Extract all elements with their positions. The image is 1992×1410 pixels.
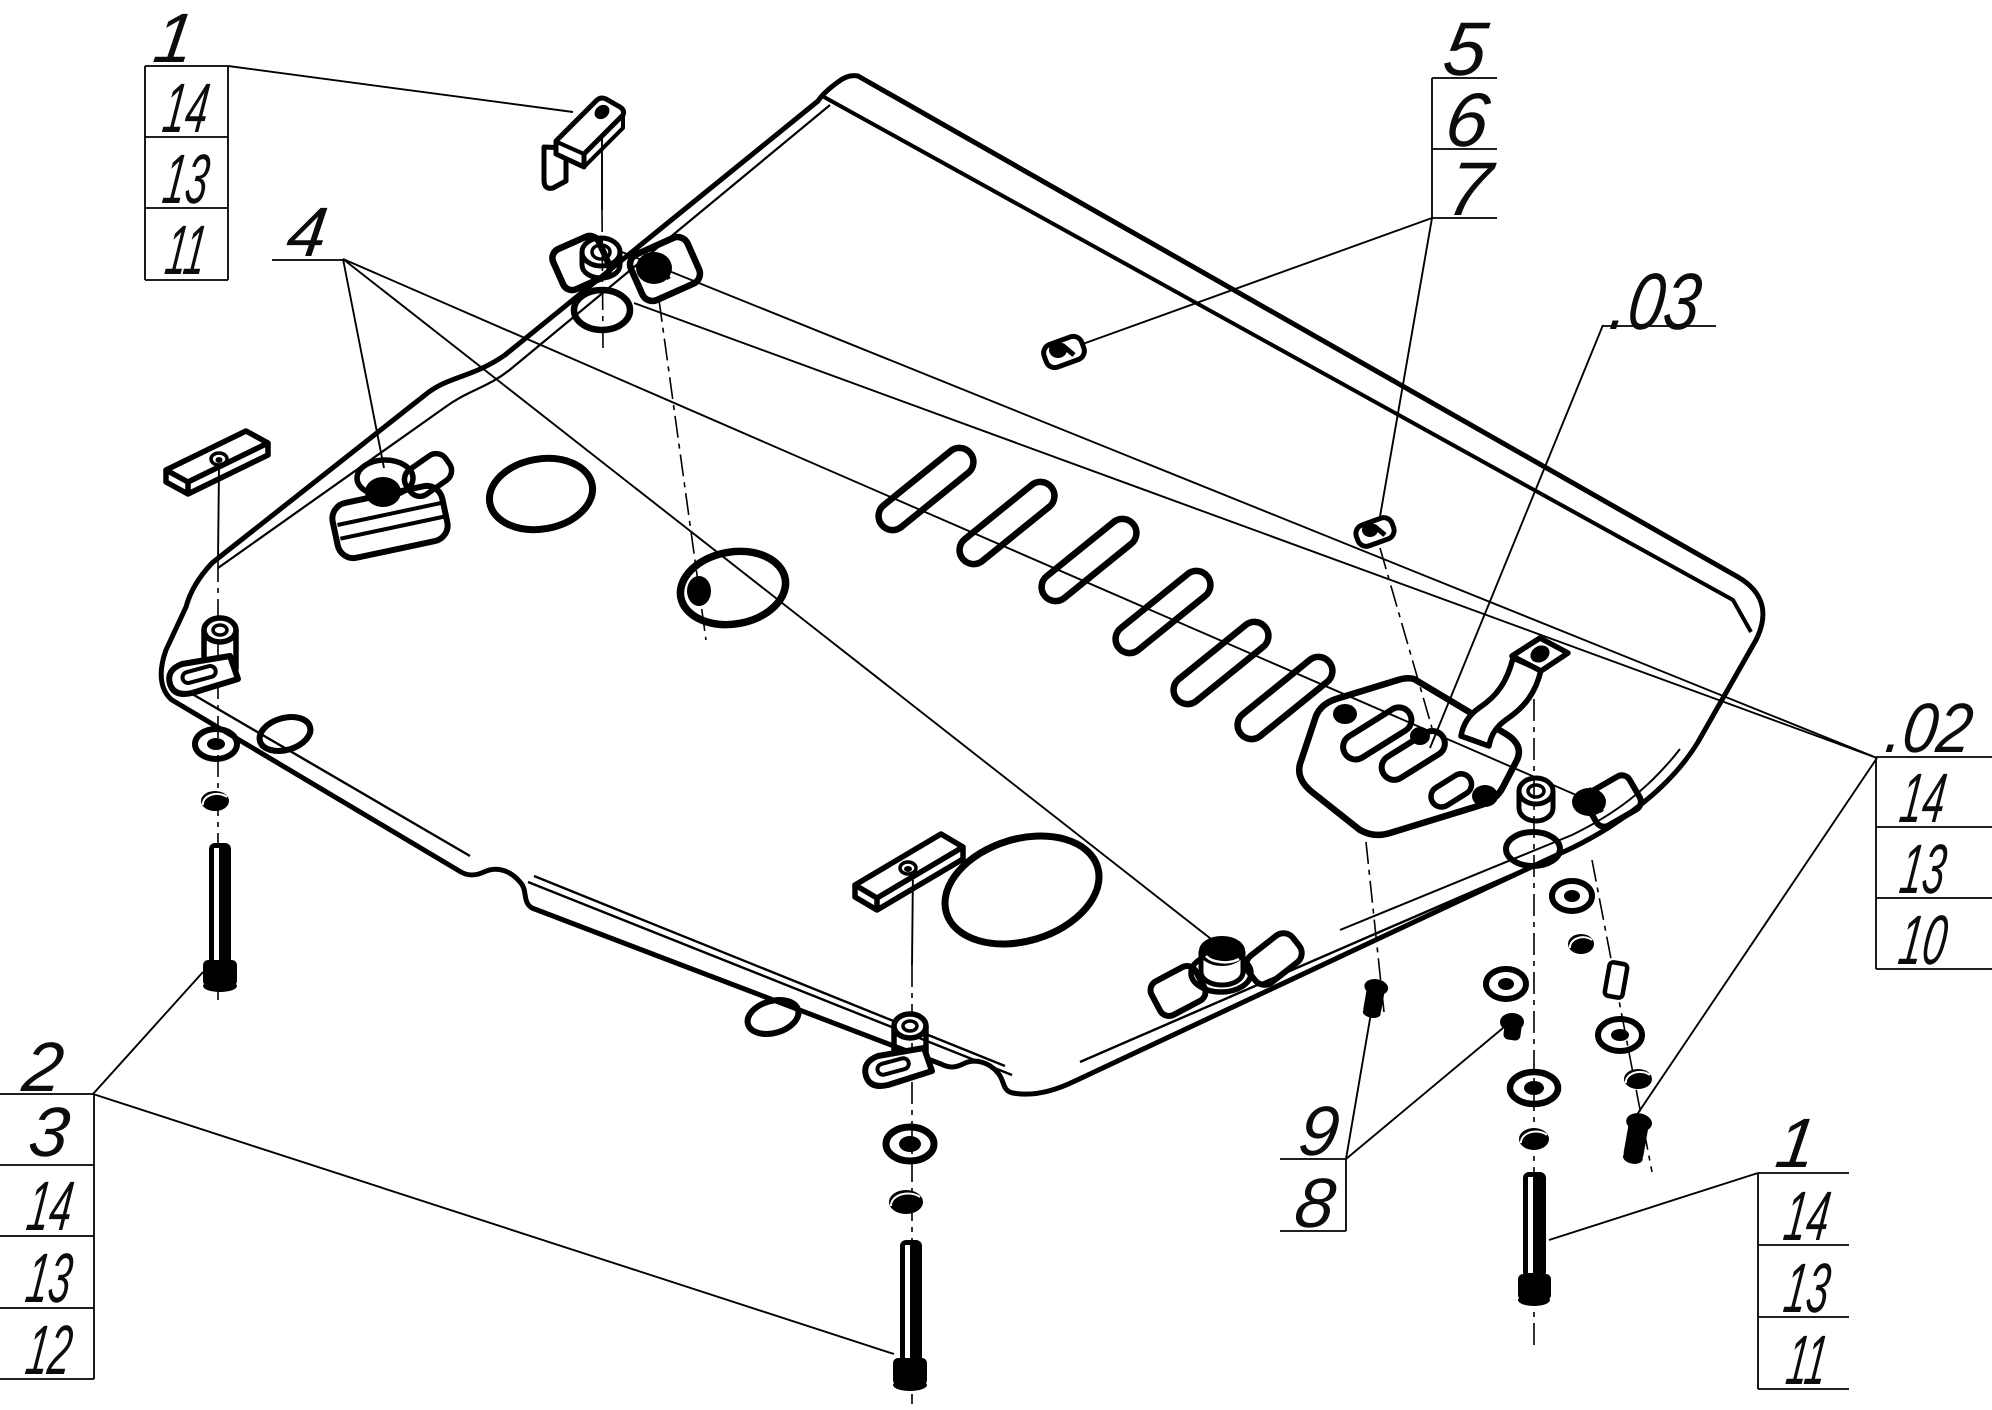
svg-text:13: 13 xyxy=(22,1240,77,1318)
svg-text:14: 14 xyxy=(159,70,214,148)
svg-text:14: 14 xyxy=(1896,760,1951,838)
svg-text:13: 13 xyxy=(1896,831,1951,909)
svg-text:10: 10 xyxy=(1894,901,1952,979)
svg-text:13: 13 xyxy=(159,141,214,219)
svg-text:12: 12 xyxy=(22,1312,77,1390)
svg-text:.03: .03 xyxy=(1605,258,1706,347)
svg-text:.02: .02 xyxy=(1881,690,1978,768)
svg-text:14: 14 xyxy=(23,1168,78,1246)
svg-text:14: 14 xyxy=(1780,1178,1835,1256)
svg-text:13: 13 xyxy=(1780,1250,1835,1328)
